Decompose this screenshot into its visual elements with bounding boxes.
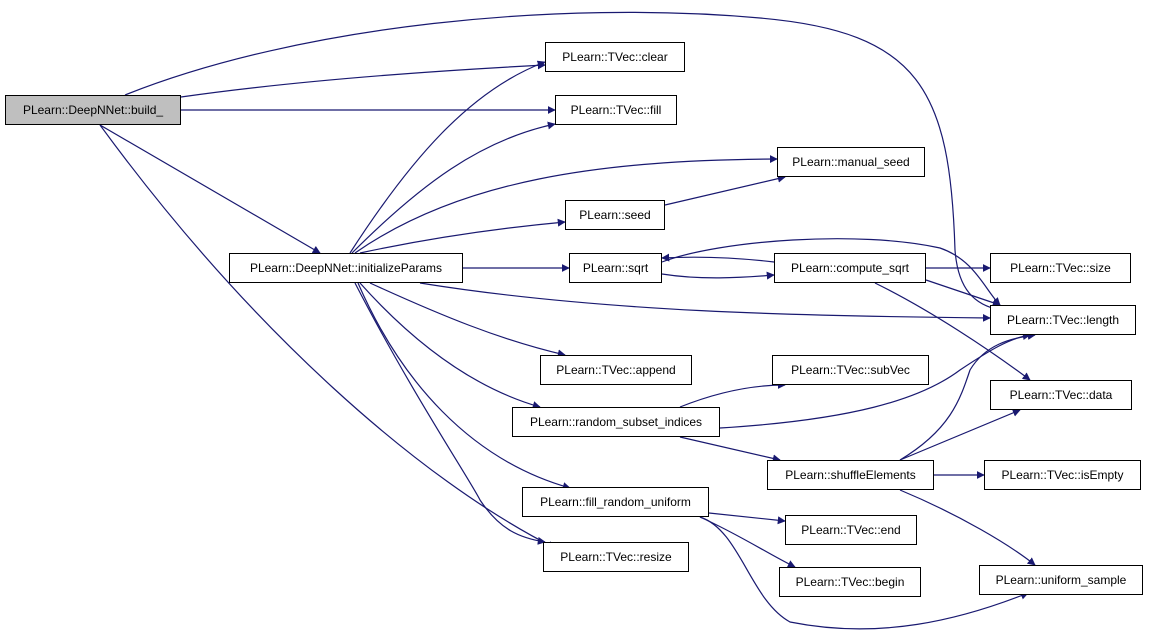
node-deepnnet-initialize-params[interactable]: PLearn::DeepNNet::initializeParams (229, 253, 463, 283)
edge-shuffleElements-to-data (899, 409, 1021, 461)
node-uniform-sample[interactable]: PLearn::uniform_sample (979, 565, 1143, 595)
node-sqrt[interactable]: PLearn::sqrt (569, 253, 662, 283)
node-fill-random-uniform[interactable]: PLearn::fill_random_uniform (522, 487, 709, 517)
edge-sqrt-to-compute_sqrt (661, 271, 775, 280)
edge-fill_random_uniform-to-end (708, 512, 786, 525)
node-deepnnet-build: PLearn::DeepNNet::build_ (5, 95, 181, 125)
edge-initializeParams-to-seed (359, 218, 566, 254)
edge-build-to-resize (99, 124, 556, 549)
edge-initializeParams-to-clear (349, 60, 546, 254)
node-tvec-end[interactable]: PLearn::TVec::end (785, 515, 917, 545)
edge-shuffleElements-to-uniform_sample (899, 489, 1036, 566)
node-tvec-resize[interactable]: PLearn::TVec::resize (543, 542, 689, 572)
edge-shuffleElements-to-length (899, 331, 1036, 461)
node-shuffle-elements[interactable]: PLearn::shuffleElements (767, 460, 934, 490)
edge-compute_sqrt-to-data (874, 282, 1031, 381)
edge-random_subset_indices-to-shuffleElements (679, 436, 781, 463)
edge-initializeParams-to-length (419, 282, 991, 322)
node-random-subset-indices[interactable]: PLearn::random_subset_indices (512, 407, 720, 437)
edge-sqrt-to-length (661, 238, 1001, 306)
edge-initializeParams-to-manual_seed (354, 155, 778, 254)
edge-initializeParams-to-random_subset_indices (359, 282, 541, 409)
node-tvec-isempty[interactable]: PLearn::TVec::isEmpty (984, 460, 1141, 490)
node-seed[interactable]: PLearn::seed (565, 200, 665, 230)
edge-build-to-initializeParams (99, 124, 321, 254)
edge-random_subset_indices-to-subVec (679, 381, 786, 408)
edge-seed-to-manual_seed (664, 174, 786, 206)
node-tvec-begin[interactable]: PLearn::TVec::begin (779, 567, 921, 597)
node-tvec-clear[interactable]: PLearn::TVec::clear (545, 42, 685, 72)
node-manual-seed[interactable]: PLearn::manual_seed (777, 147, 925, 177)
node-compute-sqrt[interactable]: PLearn::compute_sqrt (774, 253, 926, 283)
edge-build-to-length (124, 11, 1001, 313)
edge-initializeParams-to-fill_random_uniform (357, 282, 571, 490)
node-tvec-size[interactable]: PLearn::TVec::size (990, 253, 1131, 283)
edge-build-to-clear (180, 61, 546, 98)
edge-fill_random_uniform-to-uniform_sample (699, 516, 1029, 630)
edge-random_subset_indices-to-length (719, 332, 1031, 429)
node-tvec-fill[interactable]: PLearn::TVec::fill (555, 95, 677, 125)
node-tvec-append[interactable]: PLearn::TVec::append (540, 355, 692, 385)
edge-compute_sqrt-to-length (925, 279, 1001, 307)
edge-initializeParams-to-fill (351, 121, 556, 254)
node-tvec-data[interactable]: PLearn::TVec::data (990, 380, 1132, 410)
node-tvec-length[interactable]: PLearn::TVec::length (990, 305, 1136, 335)
edge-initializeParams-to-append (369, 282, 566, 358)
edge-compute_sqrt-to-sqrt (661, 253, 775, 263)
node-tvec-subvec[interactable]: PLearn::TVec::subVec (772, 355, 929, 385)
edge-initializeParams-to-resize (354, 282, 546, 545)
